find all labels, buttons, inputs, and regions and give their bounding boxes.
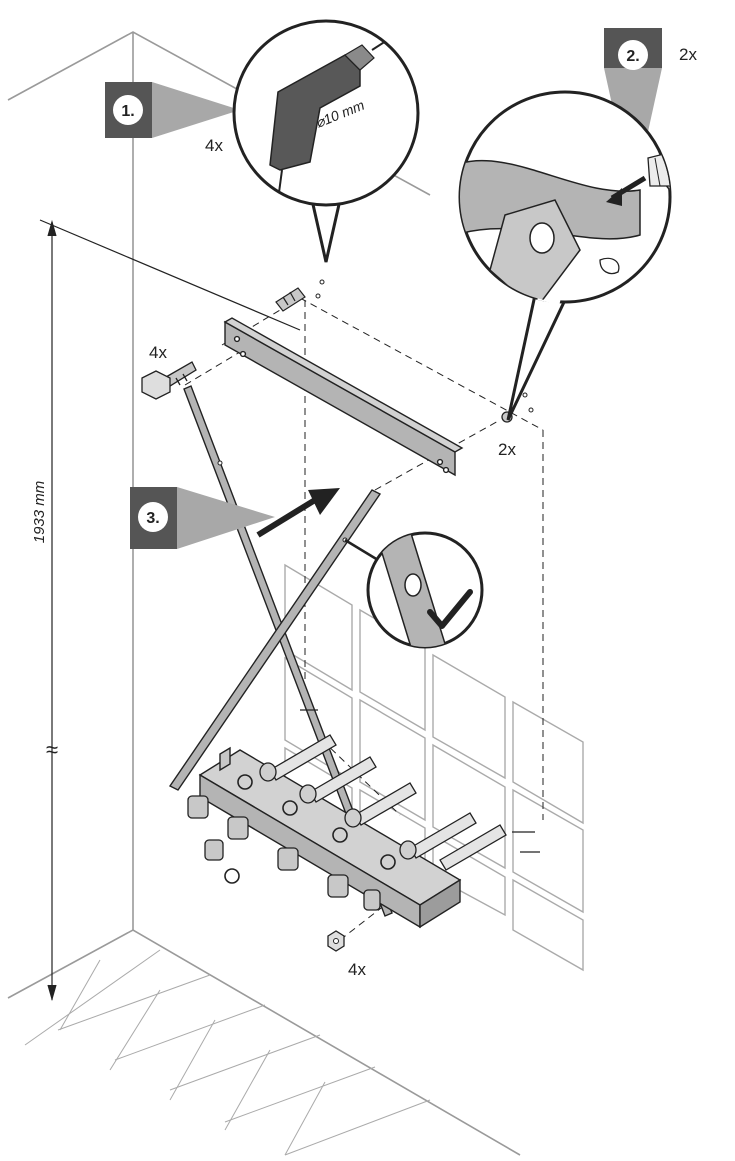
step-2-number: 2. — [626, 48, 639, 65]
drill-hole-mark — [522, 392, 528, 398]
stud-bolts — [300, 709, 540, 853]
drill-magnifier — [232, 19, 420, 263]
wall-plug — [275, 287, 306, 312]
break-symbol: ≈ — [46, 737, 58, 762]
drill-hole-mark — [315, 293, 321, 299]
step-2-marker — [604, 28, 662, 200]
floor-tiles — [24, 949, 431, 1156]
step-1-count: 4x — [205, 136, 223, 155]
check-icon — [427, 589, 473, 629]
step-3-number: 3. — [146, 510, 159, 527]
wall-plug-magnifier — [458, 90, 672, 421]
step-1-number: 1. — [121, 103, 134, 120]
wall-plug-count: 2x — [498, 440, 516, 459]
height-dimension — [39, 219, 301, 1002]
manifold-rail — [198, 746, 462, 929]
nuts-count: 4x — [348, 960, 366, 979]
rail-screws-count: 4x — [149, 343, 167, 362]
pipe-connectors — [259, 734, 507, 871]
sealing-washers — [224, 774, 396, 884]
check-magnifier — [344, 531, 484, 649]
step-1-marker — [105, 82, 240, 138]
drill-hole-mark — [528, 407, 534, 413]
step-3-marker — [130, 487, 275, 549]
hex-screw — [141, 361, 197, 400]
step-2-count: 2x — [679, 45, 697, 64]
insert-direction-arrow — [256, 488, 340, 538]
height-label: 1933 mm — [31, 481, 48, 544]
drill-hole-mark — [319, 279, 325, 285]
mounting-rail — [223, 317, 464, 477]
ball-valves — [187, 795, 381, 911]
support-strut-right — [168, 489, 382, 791]
